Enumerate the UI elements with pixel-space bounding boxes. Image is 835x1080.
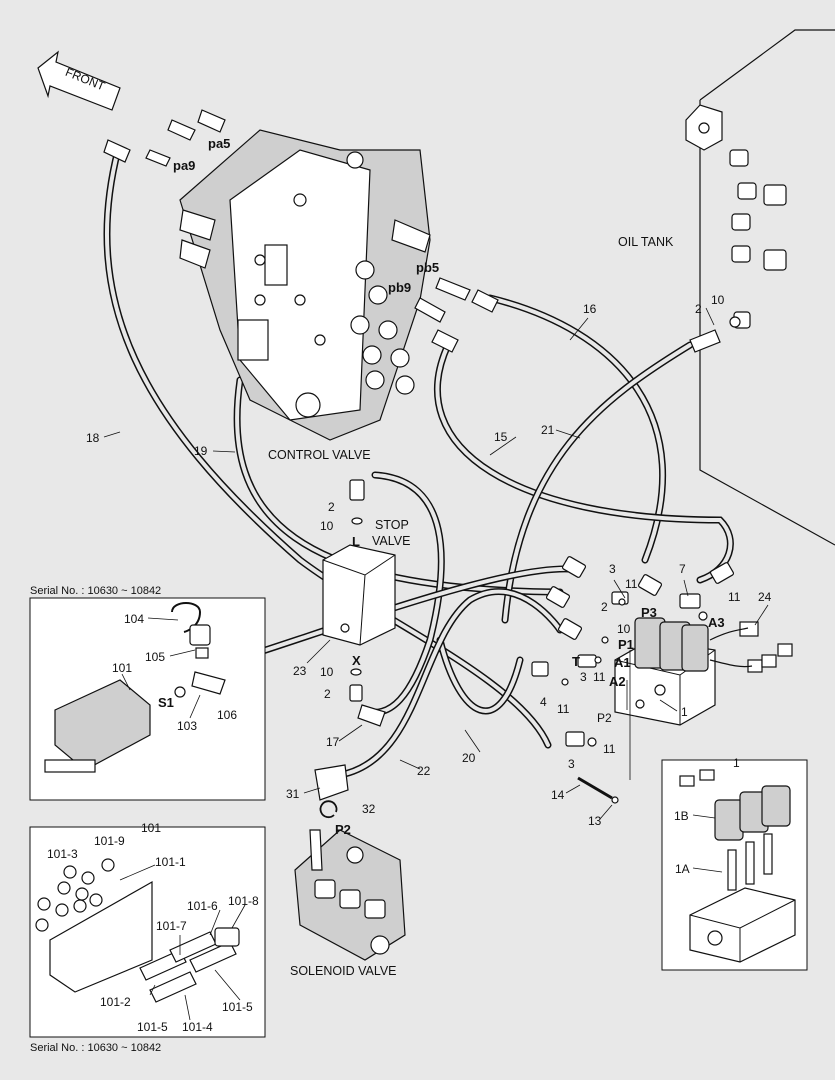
cv-fittings	[103, 109, 741, 353]
port-labels: pa5 pa9 pb5 pb9 L X P3 A3 P1 A1 T A2 P2 …	[158, 136, 725, 837]
svg-text:P1: P1	[618, 637, 634, 652]
svg-text:101-5: 101-5	[222, 1000, 253, 1014]
svg-text:P2: P2	[335, 822, 351, 837]
svg-text:A3: A3	[708, 615, 725, 630]
svg-text:2: 2	[328, 500, 335, 514]
svg-text:101-9: 101-9	[94, 834, 125, 848]
svg-text:13: 13	[588, 814, 602, 828]
svg-text:pb9: pb9	[388, 280, 411, 295]
solenoid-valve: SOLENOID VALVE	[290, 764, 406, 978]
svg-text:3: 3	[609, 562, 616, 576]
svg-text:pb5: pb5	[416, 260, 439, 275]
oil-tank: OIL TANK	[618, 29, 835, 546]
svg-text:101-5: 101-5	[137, 1020, 168, 1034]
svg-text:11: 11	[625, 577, 638, 591]
svg-text:101-6: 101-6	[187, 899, 218, 913]
svg-text:23: 23	[293, 664, 307, 678]
svg-text:101: 101	[112, 661, 132, 675]
svg-text:A1: A1	[614, 655, 631, 670]
svg-text:17: 17	[326, 735, 340, 749]
svg-text:11: 11	[728, 590, 741, 604]
inset-serial-top: Serial No. : 10630 ~ 10842	[29, 585, 266, 801]
svg-text:11: 11	[603, 742, 616, 756]
svg-text:7: 7	[679, 562, 686, 576]
svg-text:OIL TANK: OIL TANK	[618, 235, 674, 249]
front-arrow: FRONT	[37, 50, 121, 111]
svg-text:101-1: 101-1	[155, 855, 186, 869]
callout-numbers: 16 2 10 15 21 18 19 2 10 3 11 7 24 11 2 …	[47, 293, 772, 1034]
svg-text:10: 10	[711, 293, 725, 307]
svg-text:19: 19	[194, 444, 208, 458]
svg-text:A2: A2	[609, 674, 626, 689]
svg-text:104: 104	[124, 612, 144, 626]
svg-text:101-7: 101-7	[156, 919, 187, 933]
svg-text:21: 21	[541, 423, 555, 437]
svg-text:16: 16	[583, 302, 597, 316]
svg-text:101-4: 101-4	[182, 1020, 213, 1034]
svg-text:3: 3	[580, 670, 587, 684]
svg-text:31: 31	[286, 787, 300, 801]
svg-text:STOP: STOP	[375, 518, 409, 532]
svg-text:15: 15	[494, 430, 508, 444]
svg-text:101-2: 101-2	[100, 995, 131, 1009]
svg-text:22: 22	[417, 764, 431, 778]
svg-text:32: 32	[362, 802, 376, 816]
svg-text:18: 18	[86, 431, 100, 445]
svg-text:P2: P2	[597, 711, 612, 725]
svg-text:10: 10	[320, 519, 334, 533]
svg-text:4: 4	[540, 695, 547, 709]
svg-text:11: 11	[557, 702, 570, 716]
svg-text:P3: P3	[641, 605, 657, 620]
svg-text:106: 106	[217, 708, 237, 722]
manifold-block	[577, 617, 793, 804]
manifold-fittings	[531, 556, 735, 747]
serial-bottom: Serial No. : 10630 ~ 10842	[30, 1042, 161, 1054]
svg-text:1: 1	[733, 756, 740, 770]
svg-text:L: L	[352, 534, 360, 549]
svg-text:20: 20	[462, 751, 476, 765]
svg-text:10: 10	[617, 622, 631, 636]
svg-text:103: 103	[177, 719, 197, 733]
stop-valve: STOP VALVE	[322, 479, 410, 727]
svg-text:10: 10	[320, 665, 334, 679]
svg-text:101-8: 101-8	[228, 894, 259, 908]
svg-text:T: T	[572, 654, 580, 669]
leader-lines	[103, 307, 769, 1021]
svg-text:1: 1	[681, 705, 688, 719]
svg-text:24: 24	[758, 590, 772, 604]
control-valve: CONTROL VALVE	[179, 129, 431, 462]
inset-101	[29, 826, 266, 1038]
svg-text:X: X	[352, 653, 361, 668]
inset-item-1	[661, 759, 808, 971]
svg-text:2: 2	[601, 600, 608, 614]
svg-text:1A: 1A	[675, 862, 690, 876]
svg-text:pa9: pa9	[173, 158, 195, 173]
svg-text:VALVE: VALVE	[372, 534, 410, 548]
svg-text:101: 101	[141, 821, 161, 835]
svg-text:101-3: 101-3	[47, 847, 78, 861]
svg-text:Serial No. : 10630 ~ 10842: Serial No. : 10630 ~ 10842	[30, 585, 161, 597]
hoses	[103, 146, 734, 779]
svg-text:S1: S1	[158, 695, 174, 710]
svg-text:11: 11	[593, 670, 606, 684]
svg-text:105: 105	[145, 650, 165, 664]
svg-text:1B: 1B	[674, 809, 689, 823]
svg-text:2: 2	[324, 687, 331, 701]
svg-text:SOLENOID VALVE: SOLENOID VALVE	[290, 964, 397, 978]
svg-text:pa5: pa5	[208, 136, 230, 151]
svg-text:3: 3	[568, 757, 575, 771]
svg-text:CONTROL VALVE: CONTROL VALVE	[268, 448, 371, 462]
svg-text:2: 2	[695, 302, 702, 316]
svg-text:14: 14	[551, 788, 565, 802]
